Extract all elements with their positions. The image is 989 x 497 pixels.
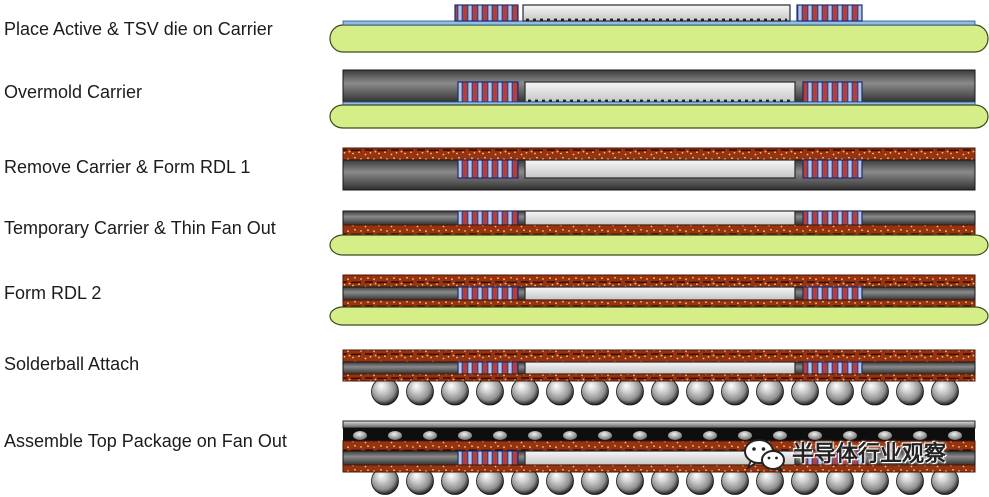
top-package-ball <box>948 431 962 440</box>
tsv-die <box>796 4 863 22</box>
carrier <box>329 104 989 129</box>
top-package-ball <box>703 431 717 440</box>
top-package <box>342 420 976 429</box>
solder-ball <box>546 377 574 406</box>
solder-ball <box>721 377 749 406</box>
top-package-ball <box>563 431 577 440</box>
tsv-die <box>802 159 863 179</box>
solder-ball <box>756 377 784 406</box>
top-package-ball <box>388 431 402 440</box>
rdl-layer <box>342 373 976 382</box>
solder-ball <box>686 377 714 406</box>
tsv-die <box>802 286 863 301</box>
solder-ball <box>441 377 469 406</box>
top-package-ball <box>808 431 822 440</box>
step-1-label: Place Active & TSV die on Carrier <box>4 19 273 39</box>
wechat-eye <box>767 456 771 460</box>
active-die <box>524 210 796 226</box>
step-4-diagram <box>329 210 989 256</box>
top-package-ball <box>528 431 542 440</box>
active-die <box>524 286 796 301</box>
tsv-die <box>454 4 519 22</box>
rdl-layer <box>342 224 976 236</box>
step-3-label: Remove Carrier & Form RDL 1 <box>4 157 251 177</box>
solder-ball <box>511 377 539 406</box>
active-die <box>522 4 791 22</box>
step-7-label: Assemble Top Package on Fan Out <box>4 431 287 451</box>
tsv-die <box>457 159 519 179</box>
top-package-ball <box>353 431 367 440</box>
carrier <box>329 234 989 256</box>
rdl-layer <box>342 274 976 288</box>
top-package-ball <box>843 431 857 440</box>
active-die <box>524 81 796 103</box>
step-3-diagram <box>342 147 976 191</box>
top-package-ball <box>773 431 787 440</box>
top-package-ball <box>493 431 507 440</box>
solder-ball <box>476 377 504 406</box>
wechat-small-bubble <box>761 450 785 470</box>
top-package-ball <box>423 431 437 440</box>
solder-ball <box>581 377 609 406</box>
rdl-layer <box>342 464 976 473</box>
tsv-die <box>802 81 863 103</box>
active-die <box>524 159 796 179</box>
step-5-diagram <box>329 274 989 326</box>
carrier <box>329 306 989 326</box>
carrier <box>329 24 989 53</box>
tsv-die <box>457 210 519 226</box>
tsv-die <box>802 361 863 375</box>
step-5-label: Form RDL 2 <box>4 283 102 303</box>
wechat-eye <box>775 456 778 460</box>
watermark: 半导体行业观察 <box>742 436 972 474</box>
solder-ball <box>861 377 889 406</box>
solder-ball <box>791 377 819 406</box>
step-6-diagram <box>342 349 976 406</box>
top-package-ball <box>668 431 682 440</box>
top-package-ball <box>738 431 752 440</box>
solder-ball <box>651 377 679 406</box>
top-package-ball <box>458 431 472 440</box>
solder-ball <box>406 377 434 406</box>
step-6-label: Solderball Attach <box>4 354 140 374</box>
top-package-ball <box>598 431 612 440</box>
top-package-ball <box>878 431 892 440</box>
tsv-die <box>457 286 519 301</box>
tsv-die <box>457 450 519 466</box>
rdl-layer <box>342 147 976 161</box>
step-1-diagram <box>329 4 989 53</box>
wechat-eye <box>761 447 766 451</box>
active-die <box>524 361 796 375</box>
top-package-ball <box>633 431 647 440</box>
solder-ball <box>371 377 399 406</box>
solder-ball <box>616 377 644 406</box>
solder-ball <box>896 377 924 406</box>
solder-ball <box>931 377 959 406</box>
step-4-label: Temporary Carrier & Thin Fan Out <box>4 218 276 238</box>
step-7-diagram <box>342 420 976 495</box>
step-2-diagram <box>329 69 989 129</box>
tsv-die <box>457 361 519 375</box>
solder-ball <box>826 377 854 406</box>
wechat-icon <box>744 439 785 472</box>
top-package-ball <box>913 431 927 440</box>
wechat-eye <box>752 447 756 451</box>
step-2-label: Overmold Carrier <box>4 82 143 102</box>
tsv-die <box>802 210 863 226</box>
watermark-text: 半导体行业观察 <box>792 442 947 467</box>
tsv-die <box>457 81 519 103</box>
rdl-layer <box>342 349 976 363</box>
